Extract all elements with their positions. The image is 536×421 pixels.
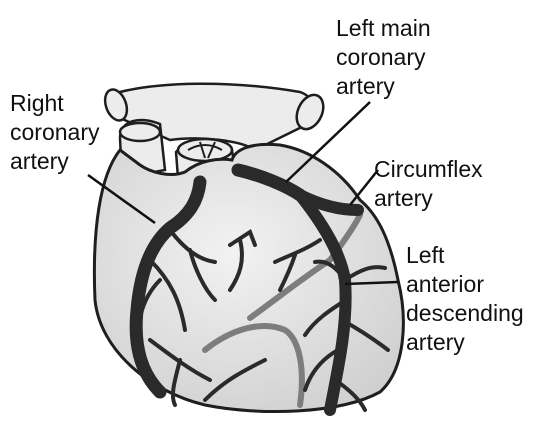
label-left-main-coronary-artery: Left main coronary artery [336,14,431,101]
label-right-coronary-artery: Right coronary artery [10,89,99,176]
label-left-anterior-descending-artery: Left anterior descending artery [406,241,524,357]
label-circumflex-artery: Circumflex artery [374,155,483,213]
